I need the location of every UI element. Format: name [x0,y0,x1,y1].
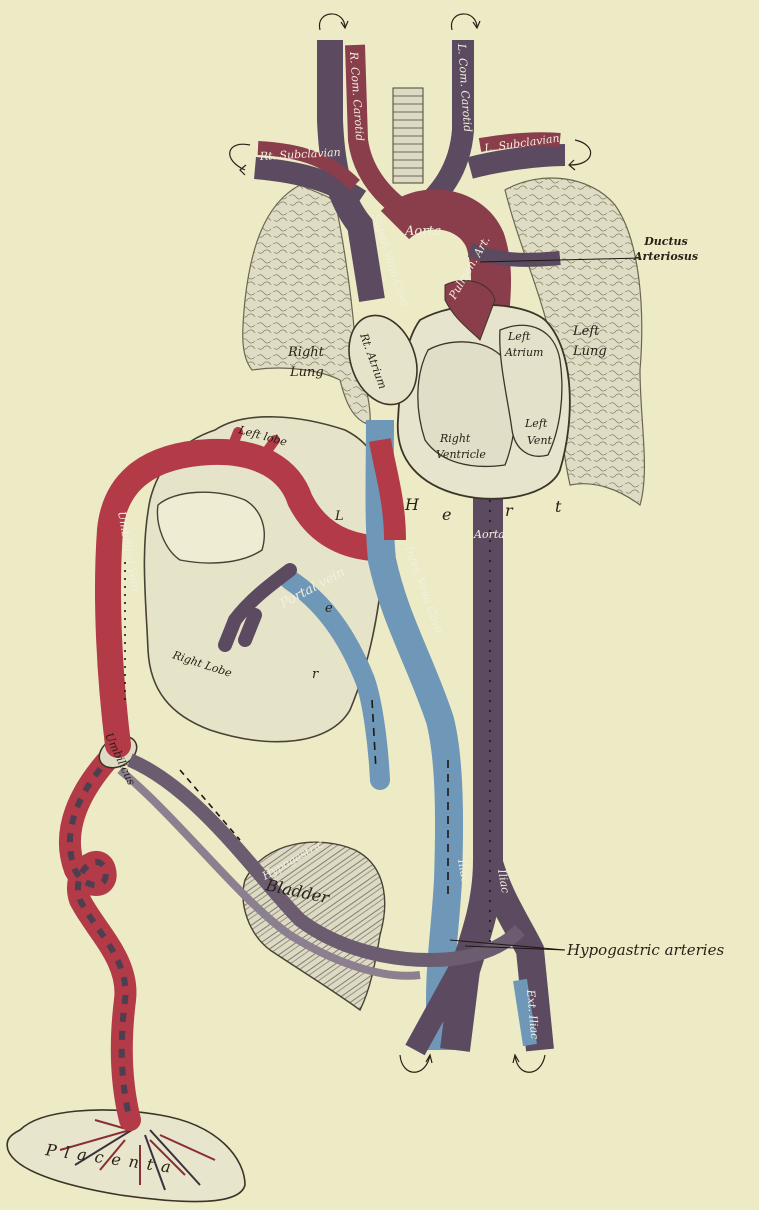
heart-letter-h: H [404,495,420,514]
liver-letter-e: e [325,601,333,616]
heart-letter-t: t [555,497,562,516]
right-ventricle-label-1: Right [439,432,471,445]
right-ventricle-label-2: Ventricle [436,448,486,461]
heart-letter-r: r [505,501,514,520]
ductus-label-1: Ductus [643,235,688,248]
right-lung-label-2: Lung [289,365,324,380]
right-lung-label-1: Right [287,345,325,360]
umbilical-cord [70,755,130,1120]
ductus-label-2: Arteriosus [633,250,698,263]
left-lung-label-2: Lung [572,344,607,359]
trachea-icon [393,88,423,183]
left-ventricle-label-2: Vent [527,434,553,447]
descending-aorta-label: Aorta [473,528,505,541]
liver-letter-l: L [334,509,344,524]
left-ventricle-label-1: Left [524,417,548,430]
left-atrium-label-2: Atrium [504,346,543,359]
hypogastric-arteries-label: Hypogastric arteries [566,941,724,959]
liver-letter-r: r [312,667,319,682]
left-lung-label-1: Left [572,324,600,339]
aorta-label: Aorta [404,224,441,239]
heart-letter-e: e [442,505,451,524]
left-atrium-label-1: Left [507,330,531,343]
